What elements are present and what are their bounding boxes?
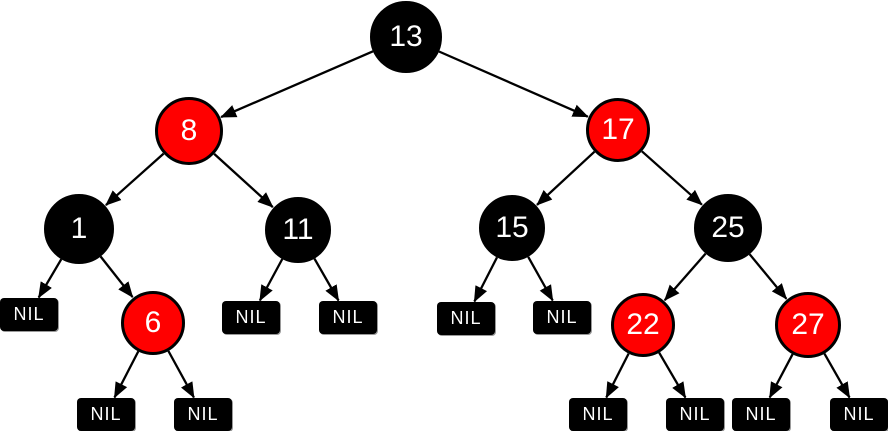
tree-node-13: 13	[370, 1, 442, 73]
nil-leaf: NIL	[830, 397, 888, 431]
tree-edge-8-1	[105, 152, 165, 206]
tree-node-8: 8	[155, 97, 223, 165]
tree-edge-13-17	[438, 50, 589, 118]
nil-leaf: NIL	[732, 397, 790, 431]
tree-edge-15-nil-15-r	[527, 256, 554, 302]
tree-edge-6-nil-6-r	[167, 350, 195, 399]
tree-edge-22-nil-22-l	[605, 353, 630, 399]
nil-leaf: NIL	[77, 397, 135, 431]
nil-leaf: NIL	[666, 397, 724, 431]
tree-edge-25-27	[748, 253, 788, 300]
tree-node-17: 17	[586, 98, 650, 162]
tree-edge-11-nil-11-l	[258, 258, 284, 302]
nil-leaf: NIL	[533, 300, 591, 334]
tree-edge-11-nil-11-r	[313, 258, 340, 302]
tree-node-6: 6	[121, 291, 185, 355]
tree-node-25: 25	[694, 194, 762, 262]
nil-leaf: NIL	[0, 297, 58, 331]
tree-edge-1-6	[99, 255, 134, 298]
tree-edge-25-22	[663, 252, 707, 301]
tree-node-22: 22	[611, 293, 675, 357]
tree-edge-15-nil-15-l	[473, 256, 499, 303]
tree-edge-17-25	[641, 150, 703, 206]
nil-leaf: NIL	[174, 397, 232, 431]
tree-node-1: 1	[44, 194, 114, 264]
tree-edge-6-nil-6-l	[113, 350, 140, 399]
tree-edge-13-8	[220, 50, 374, 119]
tree-edge-8-11	[213, 153, 274, 208]
nil-leaf: NIL	[437, 301, 495, 335]
tree-edge-27-nil-27-r	[823, 353, 851, 399]
nil-leaf: NIL	[319, 300, 377, 334]
tree-node-27: 27	[775, 292, 841, 358]
nil-leaf: NIL	[569, 397, 627, 431]
tree-node-15: 15	[479, 195, 545, 261]
tree-edge-1-nil-1-l	[37, 258, 63, 299]
tree-edge-27-nil-27-l	[768, 353, 794, 399]
tree-edge-17-15	[536, 150, 596, 206]
nil-leaf: NIL	[222, 300, 280, 334]
tree-node-11: 11	[265, 197, 331, 263]
tree-edge-22-nil-22-r	[658, 352, 687, 399]
